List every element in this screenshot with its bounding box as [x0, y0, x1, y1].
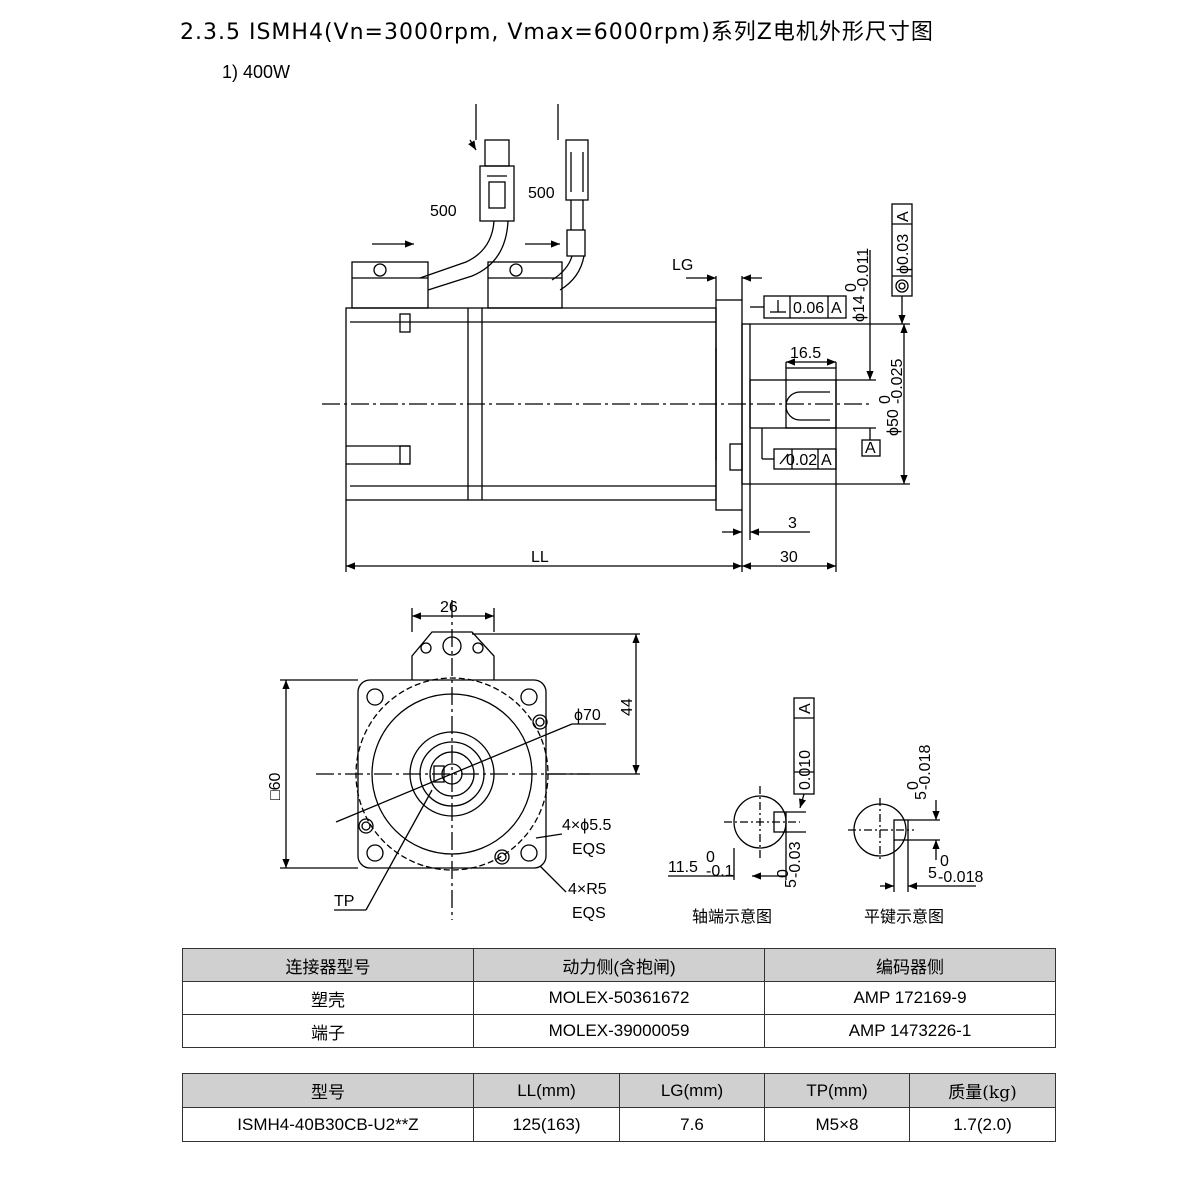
concentricity-datum: A [895, 211, 912, 222]
side-view-labels: 500 500 LG LL 3 30 16.5 0.06 A 0.02 A A … [430, 185, 912, 566]
front-view-labels: 26 44 ϕ70 □60 4×ϕ5.5 EQS 4×R5 EQS TP [267, 599, 636, 922]
corner-radius-dim: 4×R5 [568, 881, 607, 898]
shaft-tolerance-lower: -0.011 [855, 248, 872, 292]
encoder-cable [551, 104, 589, 291]
ll-label: LL [531, 549, 549, 566]
connector-table: 连接器型号 动力侧(含抱闸) 编码器侧 塑壳 MOLEX-50361672 AM… [182, 948, 1056, 1048]
table-header: 质量(kg) [909, 1073, 1056, 1108]
shaft-dim-b-lower: -0.03 [787, 841, 804, 878]
mounting-holes-eqs: EQS [572, 841, 606, 858]
table-cell: AMP 1473226-1 [764, 1014, 1056, 1048]
mounting-holes-dim: 4×ϕ5.5 [562, 817, 612, 834]
power-cable [419, 104, 515, 291]
table-cell: 7.6 [619, 1107, 765, 1142]
shaft-runout-datum: A [797, 703, 814, 714]
lg-label: LG [672, 257, 693, 274]
table-cell: ISMH4-40B30CB-U2**Z [182, 1107, 474, 1142]
table-header: LL(mm) [473, 1073, 620, 1108]
side-view [322, 104, 913, 572]
perpendicularity-datum: A [831, 300, 842, 317]
power-rating-subheading: 1) 400W [222, 62, 291, 82]
power-cable-length: 500 [430, 203, 457, 220]
table-header: TP(mm) [764, 1073, 910, 1108]
key-view-caption: 平键示意图 [864, 907, 944, 926]
key-height-lower: -0.018 [917, 745, 934, 790]
shaft-end-view [668, 697, 815, 880]
pilot-tolerance-lower: -0.025 [889, 359, 906, 404]
shaft-end-labels: 0.010 A 11.5 0 -0.1 5 0 -0.03 轴端示意图 [668, 703, 814, 926]
bolt-circle-dim: ϕ70 [574, 707, 601, 724]
corner-radius-eqs: EQS [572, 905, 606, 922]
encoder-cable-length: 500 [528, 185, 555, 202]
key-width-lower: -0.018 [938, 869, 983, 886]
connector-height-dim: 44 [619, 698, 636, 716]
shaft-dim-b: 5 [783, 879, 800, 888]
key-view [848, 798, 976, 892]
table-cell: 塑壳 [182, 981, 474, 1015]
flange-square-dim: □60 [267, 772, 284, 800]
table-header: 型号 [182, 1073, 474, 1108]
shaft-runout-value: 0.010 [797, 750, 814, 790]
table-cell: M5×8 [764, 1107, 910, 1142]
table-header-row: 连接器型号 动力侧(含抱闸) 编码器侧 [182, 948, 1056, 982]
table-row: 端子 MOLEX-39000059 AMP 1473226-1 [182, 1014, 1056, 1048]
datum-a-label: A [865, 440, 876, 457]
key-height-upper: 0 [905, 781, 922, 790]
table-cell: 端子 [182, 1014, 474, 1048]
shaft-dim-a-upper: 0 [706, 849, 715, 866]
shaft-diameter-dim: ϕ14 [851, 295, 868, 322]
runout-datum: A [821, 452, 832, 469]
key-width-upper: 0 [940, 853, 949, 870]
table-header: 编码器侧 [764, 948, 1056, 982]
table-cell: MOLEX-50361672 [473, 981, 765, 1015]
shaft-dim-a-lower: -0.1 [706, 863, 734, 880]
model-table: 型号 LL(mm) LG(mm) TP(mm) 质量(kg) ISMH4-40B… [182, 1073, 1056, 1142]
shaft-length-dim: 30 [780, 549, 798, 566]
section-heading: 2.3.5 ISMH4(Vn=3000rpm, Vmax=6000rpm)系列Z… [180, 20, 934, 45]
table-cell: MOLEX-39000059 [473, 1014, 765, 1048]
perpendicularity-value: 0.06 [793, 300, 824, 317]
key-height-dim: 5 [913, 791, 930, 800]
key-view-labels: 5 0 -0.018 5 0 -0.018 平键示意图 [864, 745, 983, 926]
runout-value: 0.02 [786, 452, 817, 469]
pilot-diameter-dim: ϕ50 [885, 409, 902, 436]
front-view [280, 600, 640, 920]
table-header: 连接器型号 [182, 948, 474, 982]
shaft-tolerance-upper: 0 [843, 283, 860, 292]
connector-width-dim: 26 [440, 599, 458, 616]
tp-label: TP [334, 893, 354, 910]
table-header: LG(mm) [619, 1073, 765, 1108]
motor-dimension-drawing: 500 500 LG LL 3 30 16.5 0.06 A 0.02 A A … [267, 104, 983, 926]
table-header: 动力侧(含抱闸) [473, 948, 765, 982]
table-cell: 1.7(2.0) [909, 1107, 1056, 1142]
shaft-dim-b-upper: 0 [775, 869, 792, 878]
key-width-dim: 5 [928, 865, 937, 882]
concentricity-value: ϕ0.03 [895, 234, 912, 274]
shaft-dim-a: 11.5 [668, 859, 698, 876]
shaft-end-caption: 轴端示意图 [692, 907, 772, 926]
flange-thickness-dim: 3 [788, 515, 797, 532]
pilot-tolerance-upper: 0 [877, 395, 894, 404]
table-cell: 125(163) [473, 1107, 620, 1142]
table-header-row: 型号 LL(mm) LG(mm) TP(mm) 质量(kg) [182, 1073, 1056, 1108]
table-row: ISMH4-40B30CB-U2**Z 125(163) 7.6 M5×8 1.… [182, 1107, 1056, 1142]
table-cell: AMP 172169-9 [764, 981, 1056, 1015]
key-length-dim: 16.5 [790, 345, 821, 362]
table-row: 塑壳 MOLEX-50361672 AMP 172169-9 [182, 981, 1056, 1015]
